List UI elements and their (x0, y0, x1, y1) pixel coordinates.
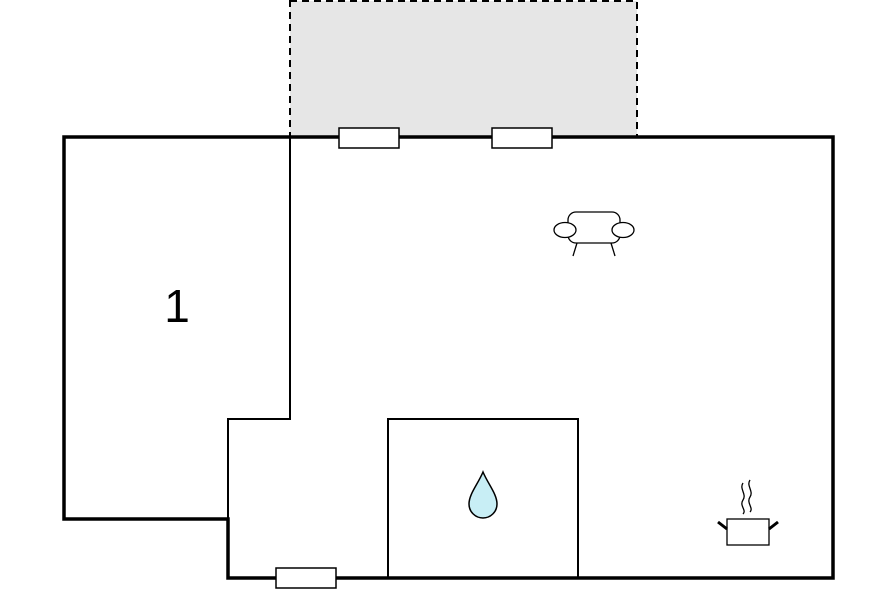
terrace (289, 0, 638, 138)
window-top-left (338, 127, 400, 149)
bathroom-walls (387, 418, 579, 579)
cooking-pot-icon (717, 479, 779, 546)
bedroom-wall (227, 137, 291, 519)
room-label-1: 1 (164, 280, 190, 332)
sofa-icon (553, 211, 635, 257)
window-top-right (491, 127, 553, 149)
outer-walls (62, 135, 835, 580)
window-bottom (275, 567, 337, 589)
water-drop-icon (468, 470, 498, 519)
